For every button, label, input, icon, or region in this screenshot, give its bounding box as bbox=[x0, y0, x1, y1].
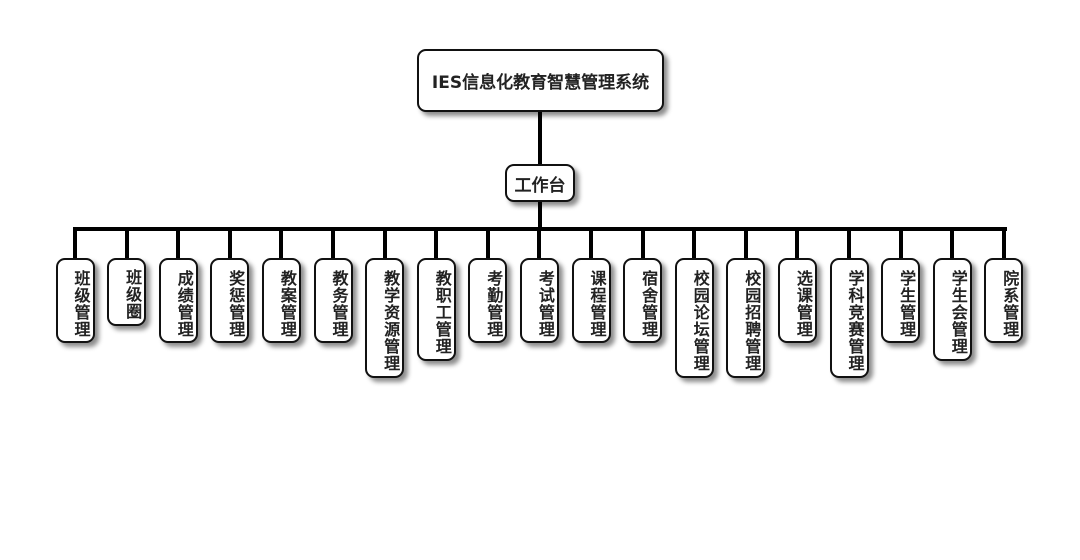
module-label: 考试管理 bbox=[535, 269, 555, 338]
module-label: 班级圈 bbox=[123, 269, 143, 321]
module-node[interactable]: 成绩管理 bbox=[158, 258, 198, 344]
module-label: 考勤管理 bbox=[484, 269, 504, 338]
module-node[interactable]: 教职工管理 bbox=[416, 258, 456, 361]
module-label: 教学资源管理 bbox=[381, 269, 401, 372]
connector-module bbox=[950, 229, 955, 259]
module-node[interactable]: 考试管理 bbox=[519, 258, 559, 344]
connector-root-hub bbox=[538, 111, 542, 165]
connector-module bbox=[692, 229, 697, 259]
module-label: 选课管理 bbox=[793, 269, 813, 338]
connector-module bbox=[124, 229, 129, 259]
hub-label: 工作台 bbox=[514, 175, 566, 196]
connector-module bbox=[537, 229, 542, 259]
connector-module bbox=[434, 229, 439, 259]
root-node[interactable]: IES信息化教育智慧管理系统 bbox=[417, 49, 664, 112]
module-node[interactable]: 教学资源管理 bbox=[365, 258, 405, 378]
module-label: 教务管理 bbox=[329, 269, 349, 338]
connector-hub-bus bbox=[538, 201, 542, 230]
module-node[interactable]: 宿舍管理 bbox=[623, 258, 663, 344]
module-label: 课程管理 bbox=[587, 269, 607, 338]
module-label: 校园招聘管理 bbox=[742, 269, 762, 372]
connector-module bbox=[331, 229, 335, 259]
connector-module bbox=[279, 229, 284, 259]
module-node[interactable]: 学科竞赛管理 bbox=[829, 258, 869, 378]
module-node[interactable]: 校园招聘管理 bbox=[726, 258, 766, 378]
module-node[interactable]: 考勤管理 bbox=[468, 258, 508, 344]
module-label: 校园论坛管理 bbox=[690, 269, 710, 372]
module-label: 奖惩管理 bbox=[226, 269, 246, 338]
connector-module bbox=[176, 229, 181, 259]
module-label: 教案管理 bbox=[277, 269, 297, 338]
module-node[interactable]: 校园论坛管理 bbox=[674, 258, 714, 378]
connector-module bbox=[73, 229, 77, 259]
module-node[interactable]: 选课管理 bbox=[777, 258, 817, 344]
module-node[interactable]: 班级管理 bbox=[55, 258, 95, 344]
module-label: 院系管理 bbox=[1000, 269, 1020, 338]
module-node[interactable]: 教务管理 bbox=[313, 258, 353, 344]
module-node[interactable]: 院系管理 bbox=[984, 258, 1024, 344]
connector-module bbox=[640, 229, 645, 259]
module-label: 成绩管理 bbox=[174, 269, 194, 338]
module-node[interactable]: 奖惩管理 bbox=[210, 258, 250, 344]
connector-module bbox=[795, 229, 800, 259]
connector-module bbox=[743, 229, 748, 259]
module-node[interactable]: 班级圈 bbox=[107, 258, 147, 326]
connector-module bbox=[485, 229, 490, 259]
module-label: 学生会管理 bbox=[948, 269, 968, 355]
connector-module bbox=[589, 229, 593, 259]
module-node[interactable]: 教案管理 bbox=[261, 258, 301, 344]
module-node[interactable]: 学生管理 bbox=[881, 258, 921, 344]
root-title: IES信息化教育智慧管理系统 bbox=[431, 73, 650, 93]
hub-node-workbench[interactable]: 工作台 bbox=[505, 164, 575, 202]
connector-module bbox=[847, 229, 851, 259]
module-label: 班级管理 bbox=[71, 269, 91, 338]
module-label: 学生管理 bbox=[897, 269, 917, 338]
module-label: 宿舍管理 bbox=[639, 269, 659, 338]
connector-module bbox=[227, 229, 232, 259]
module-node[interactable]: 学生会管理 bbox=[932, 258, 972, 361]
connector-module bbox=[898, 229, 903, 259]
module-label: 学科竞赛管理 bbox=[845, 269, 865, 372]
module-label: 教职工管理 bbox=[432, 269, 452, 355]
module-node[interactable]: 课程管理 bbox=[571, 258, 611, 344]
connector-module bbox=[382, 229, 387, 259]
connector-module bbox=[1001, 229, 1006, 259]
